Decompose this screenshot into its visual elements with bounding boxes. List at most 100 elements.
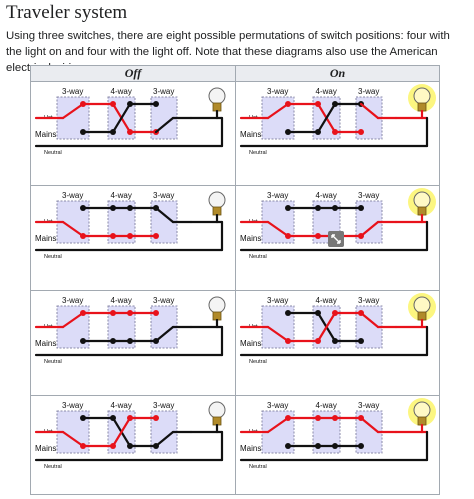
section-heading: Traveler system xyxy=(6,2,128,23)
switch-label: 4-way xyxy=(111,401,132,410)
header-off: Off xyxy=(31,66,235,82)
mains-label: Mains xyxy=(240,234,261,243)
row-divider xyxy=(31,185,439,186)
switch-lever xyxy=(266,416,290,434)
switch-label: 3-way xyxy=(358,296,379,305)
neutral-label: Neutral xyxy=(44,150,62,156)
switch-lever xyxy=(266,220,290,238)
terminal xyxy=(153,101,159,107)
switch-label: 3-way xyxy=(267,401,288,410)
switch-contact xyxy=(111,416,132,448)
switch-lever xyxy=(266,102,290,120)
mains-label: Mains xyxy=(35,130,56,139)
neutral-label: Neutral xyxy=(44,359,62,365)
switch-lever xyxy=(359,311,380,329)
bulb-glass xyxy=(413,191,431,209)
neutral-label: Neutral xyxy=(249,359,267,365)
bulb-glass xyxy=(208,191,226,209)
switch-label: 3-way xyxy=(153,401,174,410)
switch-lever xyxy=(61,311,85,329)
switch-label: 3-way xyxy=(62,401,83,410)
row-divider xyxy=(31,395,439,396)
switch-lever xyxy=(154,325,175,343)
mains-label: Mains xyxy=(35,339,56,348)
bulb-glass xyxy=(208,87,226,105)
bulb-base xyxy=(417,311,427,321)
light-bulb-icon xyxy=(208,191,226,224)
bulb-glass xyxy=(208,401,226,419)
neutral-label: Neutral xyxy=(44,254,62,260)
switch-lever xyxy=(154,206,175,224)
bulb-base xyxy=(417,102,427,112)
mains-label: Mains xyxy=(240,130,261,139)
row-divider xyxy=(31,290,439,291)
switch-label: 4-way xyxy=(316,87,337,96)
light-bulb-icon xyxy=(208,296,226,329)
bulb-base xyxy=(212,206,222,216)
switch-contact xyxy=(316,102,337,134)
terminal xyxy=(358,338,364,344)
neutral-label: Neutral xyxy=(249,254,267,260)
bulb-glass xyxy=(413,87,431,105)
switch-lever xyxy=(61,102,85,120)
switch-label: 3-way xyxy=(62,87,83,96)
switch-label: 3-way xyxy=(358,401,379,410)
mains-label: Mains xyxy=(240,444,261,453)
switch-label: 4-way xyxy=(316,296,337,305)
bulb-base xyxy=(417,206,427,216)
switch-lever xyxy=(61,430,85,448)
switch-label: 3-way xyxy=(153,296,174,305)
switch-lever xyxy=(61,220,85,238)
switch-lever xyxy=(359,416,380,434)
bulb-base xyxy=(212,102,222,112)
switch-lever xyxy=(154,430,175,448)
switch-label: 3-way xyxy=(153,191,174,200)
light-bulb-icon xyxy=(408,84,436,120)
switch-lever xyxy=(266,325,290,343)
terminal xyxy=(358,443,364,449)
expand-icon[interactable] xyxy=(328,231,344,247)
switch-lever xyxy=(154,116,175,134)
switch-label: 3-way xyxy=(358,87,379,96)
terminal xyxy=(153,233,159,239)
neutral-label: Neutral xyxy=(44,464,62,470)
switch-label: 4-way xyxy=(316,401,337,410)
switch-label: 4-way xyxy=(111,87,132,96)
header-on: On xyxy=(236,66,439,82)
switch-label: 3-way xyxy=(267,296,288,305)
switch-lever xyxy=(359,220,380,238)
switch-label: 3-way xyxy=(267,87,288,96)
bulb-glass xyxy=(208,296,226,314)
switch-label: 3-way xyxy=(358,191,379,200)
switch-label: 3-way xyxy=(267,191,288,200)
mains-label: Mains xyxy=(35,234,56,243)
light-bulb-icon xyxy=(408,188,436,224)
light-bulb-icon xyxy=(408,293,436,329)
terminal xyxy=(358,205,364,211)
bulb-base xyxy=(212,311,222,321)
light-bulb-icon xyxy=(208,87,226,120)
switch-label: 3-way xyxy=(62,191,83,200)
switch-label: 4-way xyxy=(316,191,337,200)
diagram-table: Off On 3-way4-way3-wayHotMainsNeutral3-w… xyxy=(30,65,440,495)
switch-label: 4-way xyxy=(111,296,132,305)
switch-contact xyxy=(316,311,337,343)
bulb-glass xyxy=(413,296,431,314)
switch-label: 3-way xyxy=(62,296,83,305)
column-divider xyxy=(235,66,236,494)
